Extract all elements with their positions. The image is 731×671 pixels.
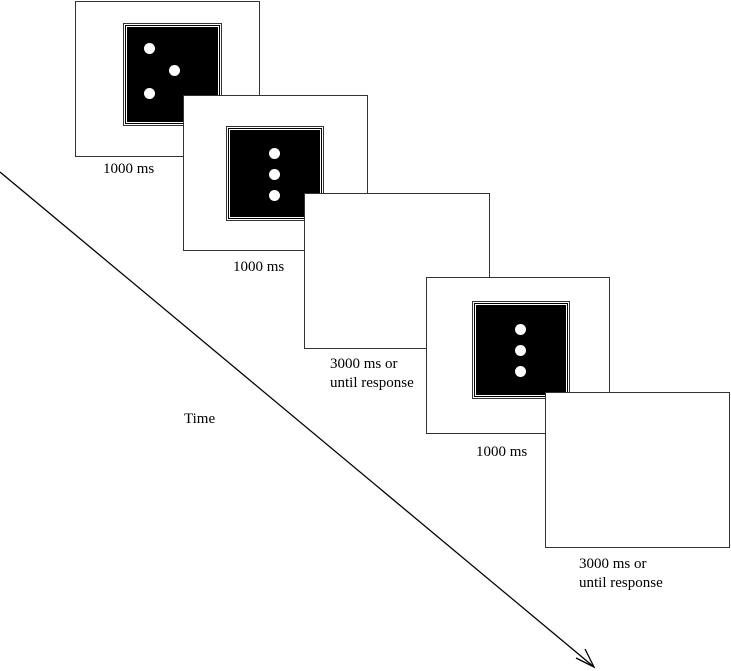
time-axis-label: Time [184, 411, 216, 427]
frame-3-duration-label: 3000 ms or until response [330, 355, 414, 393]
frame-4-duration-label: 1000 ms [476, 444, 528, 460]
dot [515, 324, 526, 335]
frame-1-duration-label: 1000 ms [103, 161, 155, 177]
label-line-1: 3000 ms or [330, 356, 398, 372]
stimulus-square [472, 301, 570, 399]
dot [269, 148, 280, 159]
frame-2-duration-label: 1000 ms [233, 259, 285, 275]
label-line-1: 3000 ms or [579, 556, 647, 572]
frame-5-blank [545, 392, 730, 548]
dot [269, 169, 280, 180]
label-line-2: until response [330, 375, 414, 391]
frame-1 [75, 1, 260, 157]
frame-2 [183, 95, 368, 251]
dot [269, 190, 280, 201]
dot [144, 43, 155, 54]
dot [515, 345, 526, 356]
dot [169, 65, 180, 76]
label-line-2: until response [579, 575, 663, 591]
frame-5-duration-label: 3000 ms or until response [579, 555, 663, 593]
dot [515, 366, 526, 377]
dot [144, 88, 155, 99]
